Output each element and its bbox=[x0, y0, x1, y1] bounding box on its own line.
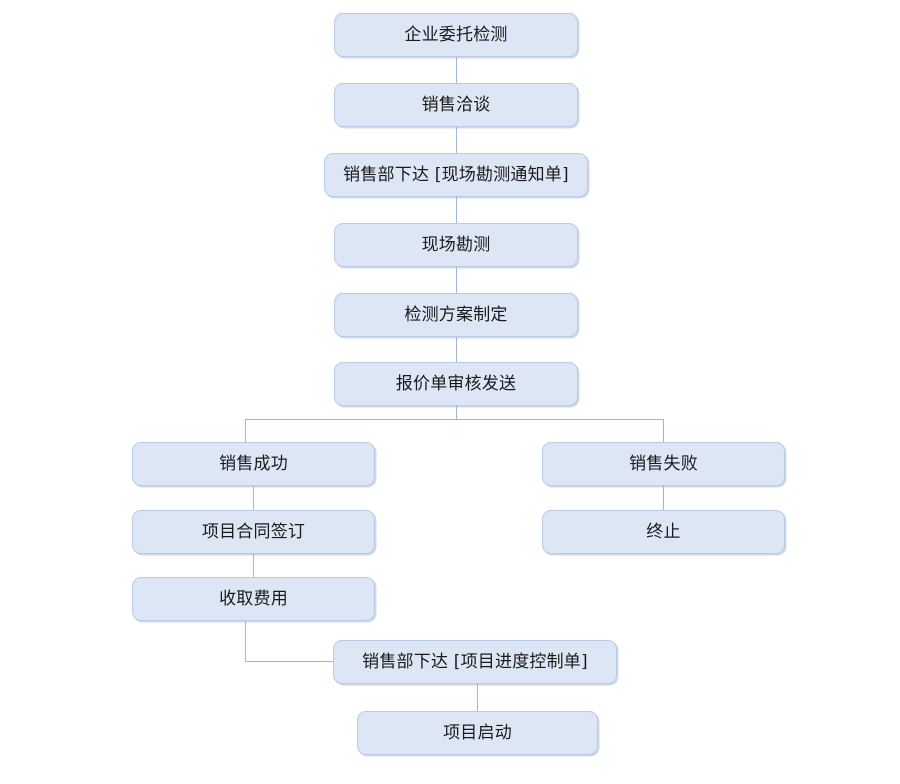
edge-n3-n4 bbox=[456, 197, 457, 223]
edge-n4-n5 bbox=[456, 267, 457, 293]
node-sales-negotiation[interactable]: 销售洽谈 bbox=[334, 83, 578, 127]
node-sales-dept-issue-site-survey-notice[interactable]: 销售部下达 [现场勘测通知单] bbox=[324, 153, 588, 197]
edge-n8-n9 bbox=[253, 554, 254, 577]
node-enterprise-commission-test[interactable]: 企业委托检测 bbox=[334, 13, 578, 57]
edge-n5-n6 bbox=[456, 337, 457, 362]
node-sales-failure[interactable]: 销售失败 bbox=[542, 442, 785, 486]
edge-n7-n8 bbox=[253, 486, 254, 510]
node-test-plan-formulation[interactable]: 检测方案制定 bbox=[334, 293, 578, 337]
edge-n2-n3 bbox=[456, 127, 457, 153]
node-terminate[interactable]: 终止 bbox=[542, 510, 785, 554]
node-site-survey[interactable]: 现场勘测 bbox=[334, 223, 578, 267]
node-sales-dept-issue-project-progress-control[interactable]: 销售部下达 [项目进度控制单] bbox=[333, 640, 617, 684]
node-sales-success[interactable]: 销售成功 bbox=[132, 442, 375, 486]
node-collect-fees[interactable]: 收取费用 bbox=[132, 577, 375, 621]
node-quotation-review-send[interactable]: 报价单审核发送 bbox=[334, 362, 578, 406]
edge-split-bus bbox=[245, 419, 664, 420]
edge-n12-n13 bbox=[477, 684, 478, 711]
node-project-start[interactable]: 项目启动 bbox=[357, 711, 598, 755]
edge-n10-n11 bbox=[663, 486, 664, 510]
edge-split-drop-left bbox=[245, 419, 246, 442]
node-project-contract-signing[interactable]: 项目合同签订 bbox=[132, 510, 375, 554]
edge-n1-n2 bbox=[456, 57, 457, 83]
edge-n9-elbow-down bbox=[245, 621, 246, 662]
edge-split-drop-right bbox=[663, 419, 664, 442]
edge-n6-split-stem bbox=[456, 406, 457, 419]
edge-n9-elbow-across bbox=[245, 661, 333, 662]
